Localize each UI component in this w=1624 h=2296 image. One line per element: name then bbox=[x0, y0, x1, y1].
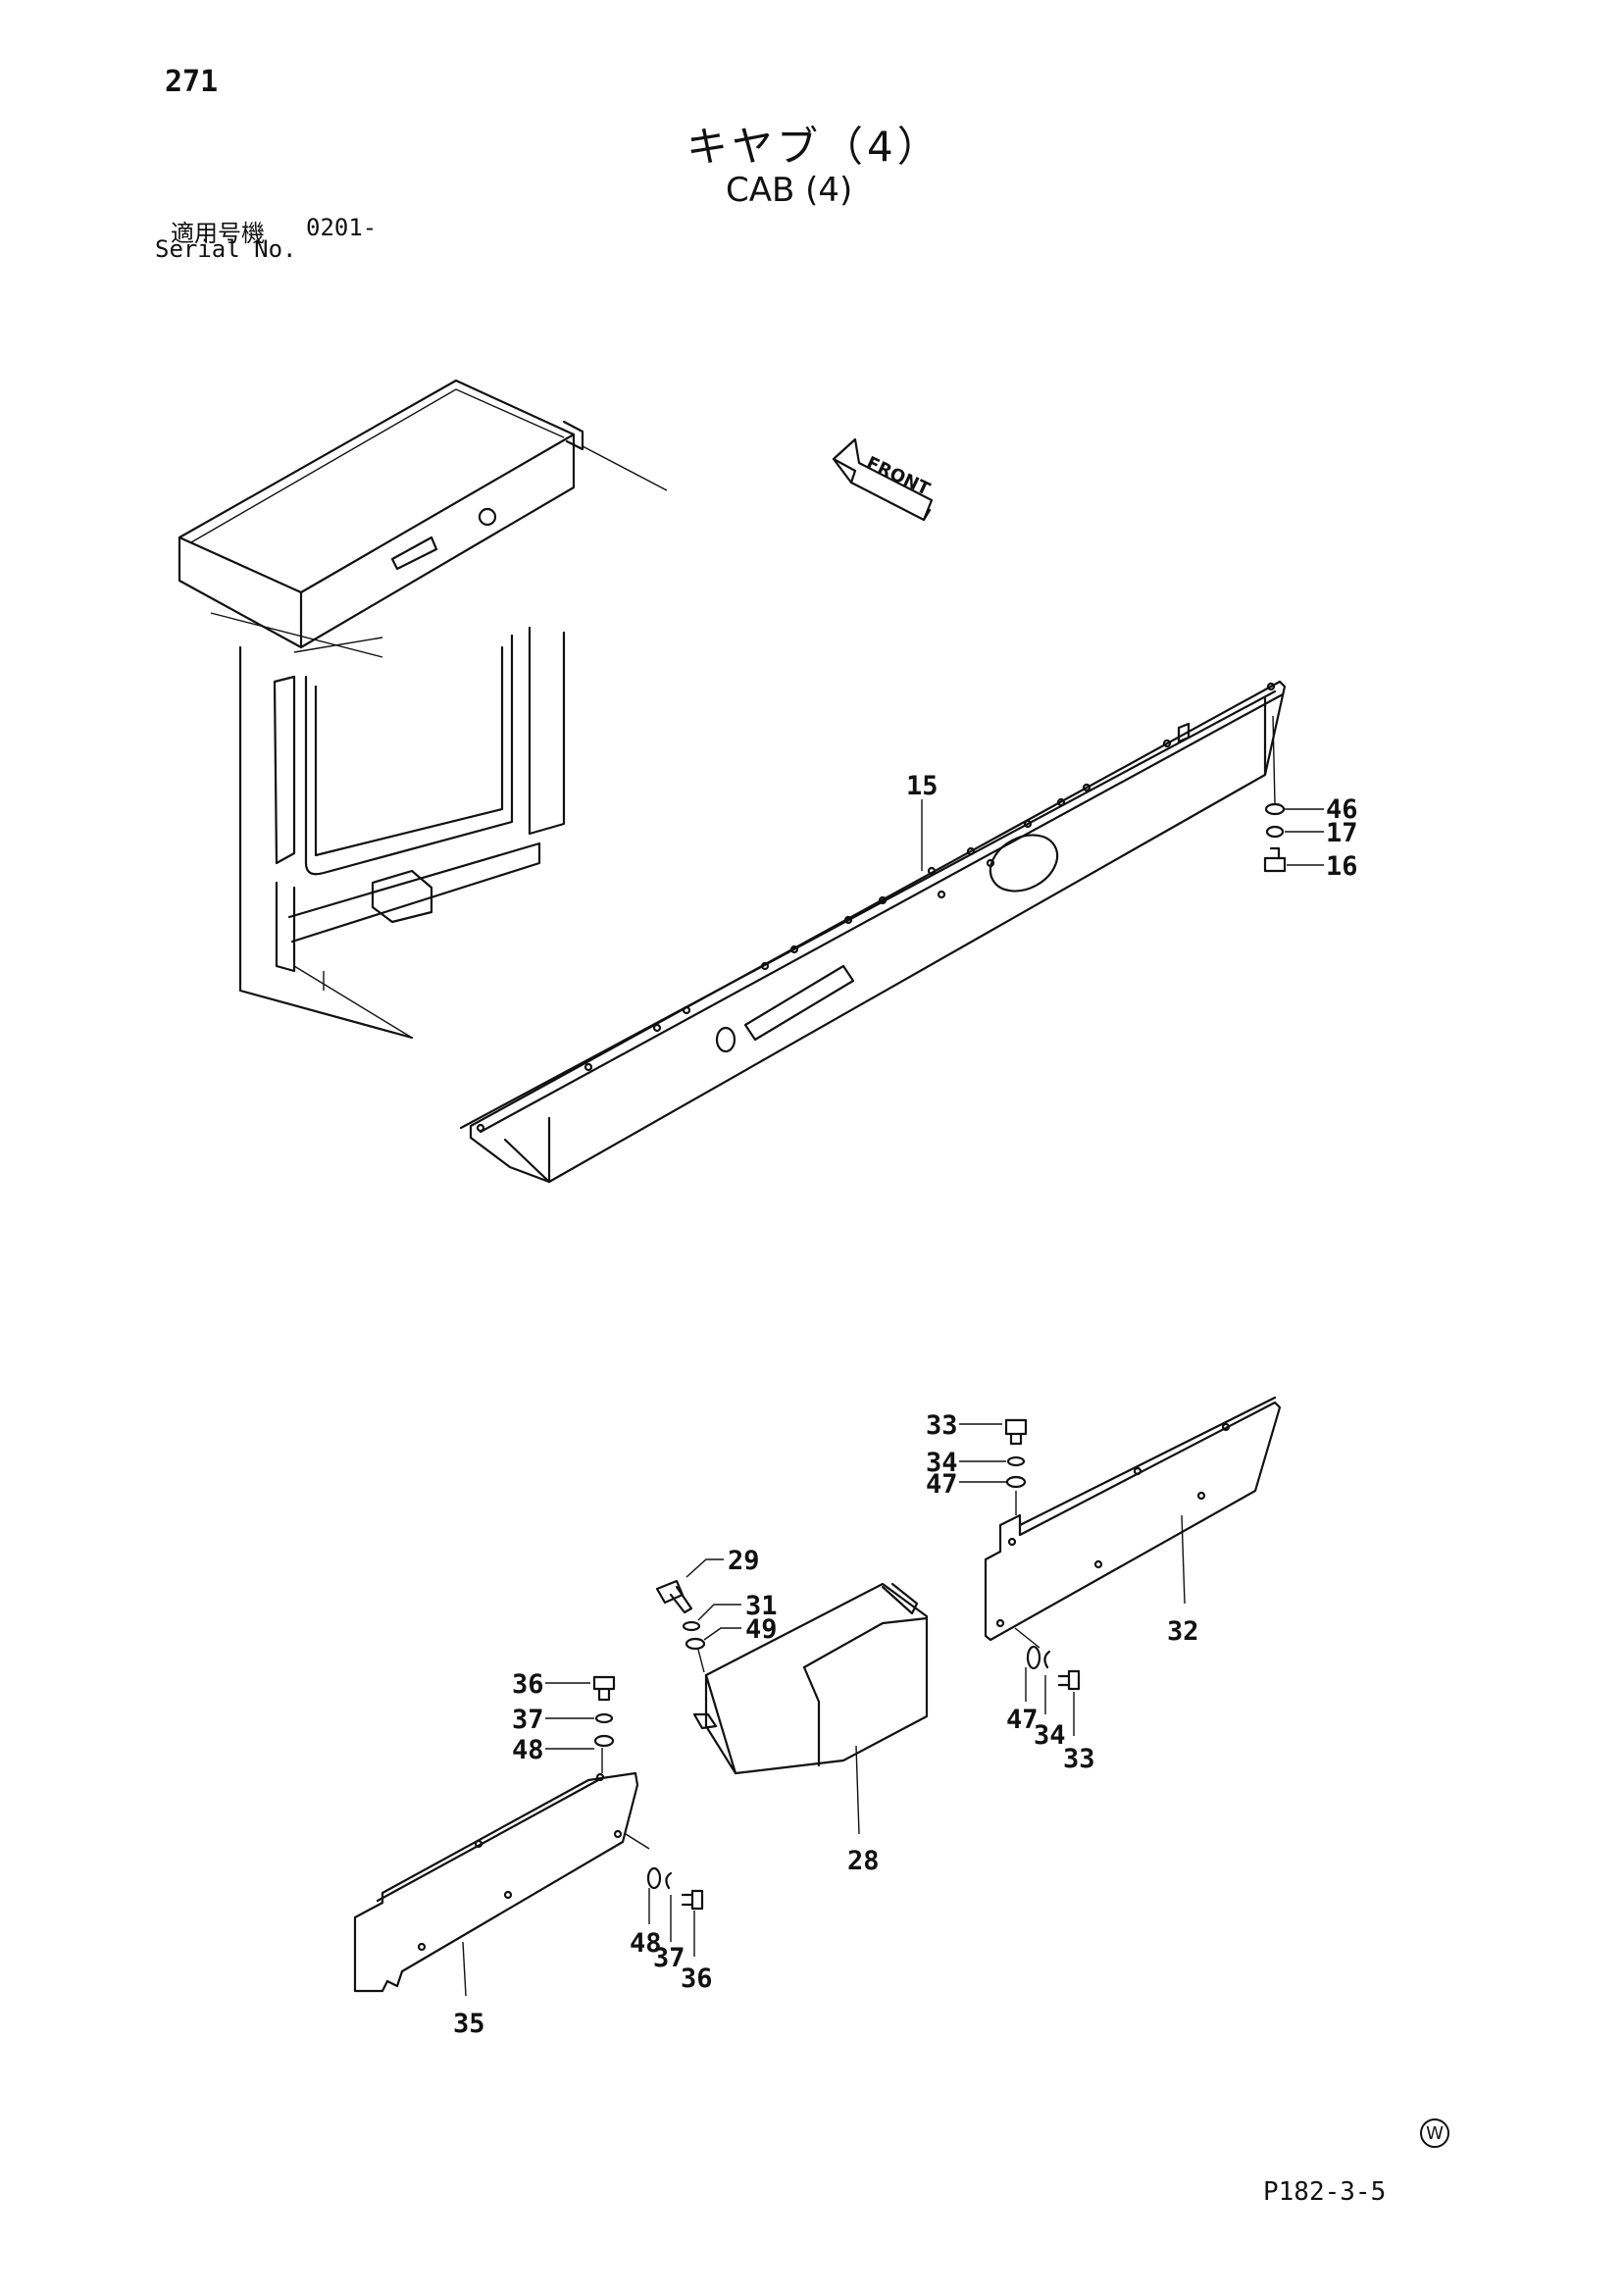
callout-33-side: 33 bbox=[1063, 1744, 1095, 1774]
part-32-side-panel bbox=[984, 1396, 1282, 1649]
fasteners-47-34-33-side bbox=[1025, 1645, 1081, 1736]
callout-28: 28 bbox=[847, 1846, 880, 1876]
serial-label-japanese: 適用号機 bbox=[171, 220, 265, 247]
callout-15: 15 bbox=[906, 771, 939, 801]
callout-16: 16 bbox=[1326, 851, 1358, 882]
part-28-cover bbox=[692, 1582, 929, 1835]
title-japanese: キヤブ（4） bbox=[686, 123, 942, 171]
callout-49: 49 bbox=[745, 1614, 778, 1645]
callout-33-top: 33 bbox=[926, 1410, 958, 1441]
callout-36-side: 36 bbox=[681, 1964, 713, 1994]
fasteners-29-31-49 bbox=[655, 1558, 741, 1673]
callout-47-top: 47 bbox=[926, 1469, 958, 1500]
callout-35: 35 bbox=[453, 2009, 485, 2039]
callout-34-side: 34 bbox=[1034, 1720, 1066, 1751]
fasteners-36-37-48-top bbox=[545, 1675, 616, 1773]
fasteners-33-34-47-top bbox=[959, 1418, 1028, 1515]
front-direction-arrow: FRONT bbox=[832, 437, 934, 522]
callout-34-top: 34 bbox=[926, 1448, 958, 1478]
part-15-channel-beam bbox=[459, 680, 1287, 1184]
serial-value: 0201- bbox=[306, 214, 378, 241]
drawing-code: P182-3-5 bbox=[1263, 2177, 1387, 2207]
callout-37-top: 37 bbox=[512, 1705, 544, 1735]
callout-48-side: 48 bbox=[630, 1928, 662, 1959]
callout-17: 17 bbox=[1326, 818, 1358, 848]
serial-label-english: Serial No. bbox=[155, 235, 297, 263]
fasteners-48-37-36-side bbox=[646, 1866, 704, 1957]
callout-36-top: 36 bbox=[512, 1669, 544, 1700]
callout-32: 32 bbox=[1167, 1616, 1199, 1647]
part-35-side-panel bbox=[353, 1771, 650, 1997]
maker-mark-icon: W bbox=[1420, 2118, 1449, 2148]
title-english: CAB (4) bbox=[726, 171, 853, 210]
callout-31: 31 bbox=[745, 1591, 778, 1621]
callout-37-side: 37 bbox=[653, 1943, 685, 1973]
cab-frame-context bbox=[178, 379, 668, 1040]
callout-46: 46 bbox=[1326, 794, 1358, 825]
callout-29: 29 bbox=[728, 1546, 760, 1576]
callout-48-top: 48 bbox=[512, 1735, 544, 1765]
fasteners-46-17-16 bbox=[1263, 715, 1324, 873]
page-number: 271 bbox=[165, 65, 219, 99]
callout-47-side: 47 bbox=[1006, 1705, 1039, 1735]
